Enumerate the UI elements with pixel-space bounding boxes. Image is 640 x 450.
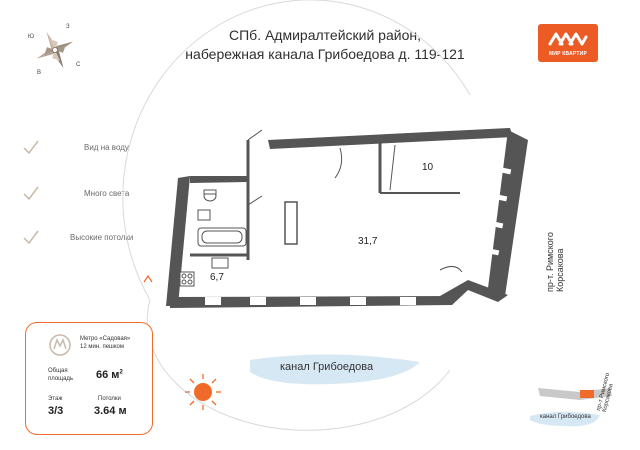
feature-item: Много света <box>22 184 129 202</box>
area-label-2: площадь <box>48 376 74 382</box>
ceiling-value: 3.64 м <box>94 405 127 417</box>
floor-value: 3/3 <box>48 405 64 417</box>
mini-map-water <box>530 411 600 427</box>
check-icon <box>23 186 39 201</box>
title-line-1: СПб. Адмиралтейский район, <box>229 27 421 43</box>
page-title: СПб. Адмиралтейский район, набережная ка… <box>150 26 500 64</box>
compass-label-w: Ю <box>28 34 35 40</box>
area-value-number: 66 м <box>96 369 120 381</box>
check-icon <box>23 230 39 245</box>
room-area-small: 10 <box>422 162 434 173</box>
area-label-1: Общая <box>48 368 68 374</box>
windows-right <box>484 166 512 256</box>
info-card: Метро «Садовая» 12 мин. пешком Общая пло… <box>25 322 153 435</box>
metro-icon <box>49 334 71 356</box>
metro-station: Метро «Садовая» <box>80 336 131 342</box>
feature-label: Много света <box>84 188 130 198</box>
interior-walls <box>190 129 463 273</box>
feature-label: Высокие потолки <box>70 232 134 242</box>
street-label: пр-т. Римского Корсакова <box>545 232 565 292</box>
sun-icon <box>185 374 221 410</box>
canal-water <box>250 354 420 385</box>
room-area-kitchen: 6,7 <box>210 272 224 283</box>
compass-label-n: З <box>66 24 70 30</box>
floor-label: Этаж <box>48 396 63 402</box>
feature-item: Вид на воду <box>22 138 129 156</box>
windows-bottom <box>205 297 416 305</box>
compass-label-e: С <box>76 62 81 68</box>
compass-icon <box>36 31 74 69</box>
mini-map <box>530 388 612 427</box>
feature-item: Высокие потолки <box>22 228 133 246</box>
stove-icon <box>179 271 195 287</box>
room-area-main: 31,7 <box>358 236 378 247</box>
canal-label: канал Грибоедова <box>280 361 374 373</box>
compass-rose <box>30 25 90 75</box>
check-icon <box>23 140 39 155</box>
area-value: 66 м2 <box>96 369 123 381</box>
ceiling-label: Потолки <box>98 396 121 402</box>
brand-mark-icon <box>548 32 588 46</box>
compass-label-s: В <box>37 70 42 76</box>
mini-map-marker <box>580 390 594 398</box>
area-value-unit-sup: 2 <box>119 369 123 376</box>
brand-logo: МИР КВАРТИР <box>538 24 598 62</box>
moon-icon <box>459 86 470 105</box>
mini-map-canal-label: канал Грибоедова <box>540 414 591 420</box>
title-line-2: набережная канала Грибоедова д. 119-121 <box>185 46 465 62</box>
metro-walk-time: 12 мин. пешком <box>80 344 125 350</box>
arrow-up-icon <box>143 274 153 283</box>
sun-path-arc <box>122 0 471 301</box>
brand-name: МИР КВАРТИР <box>549 51 587 57</box>
bathroom-fixtures <box>197 189 247 269</box>
feature-label: Вид на воду <box>84 142 129 152</box>
